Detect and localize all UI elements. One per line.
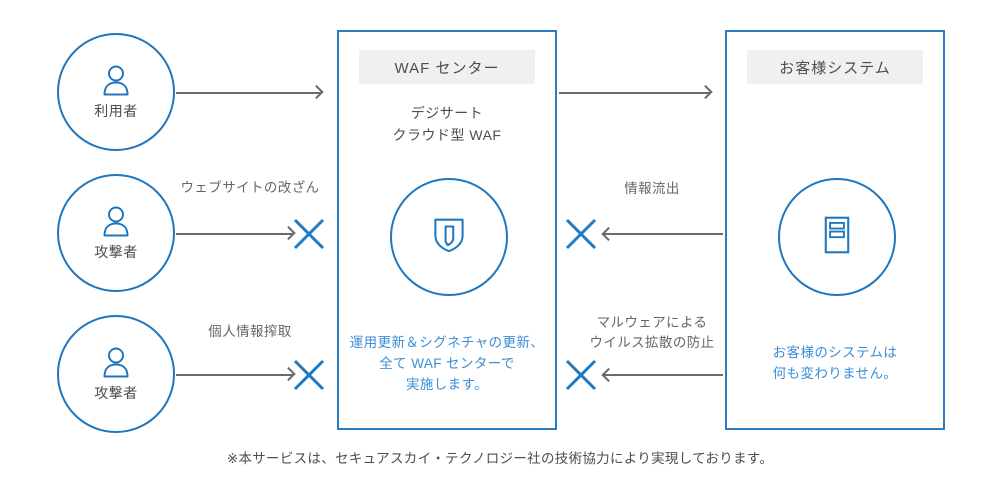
- arrow-shaft: [559, 92, 710, 94]
- arrow-shaft: [176, 233, 293, 235]
- waf-subtitle-line-1: デジサート: [410, 105, 484, 121]
- person-icon: [99, 63, 133, 97]
- label-malware: マルウェアによる ウイルス拡散の防止: [562, 313, 742, 353]
- waf-center-subtitle: デジサート クラウド型 WAF: [339, 102, 555, 146]
- arrow-head-left-icon: [601, 229, 611, 239]
- customer-icon-circle: [778, 178, 896, 296]
- footnote: ※本サービスは、セキュアスカイ・テクノロジー社の技術協力により実現しております。: [226, 451, 774, 466]
- waf-subtitle-line-2: クラウド型 WAF: [392, 127, 502, 143]
- customer-system-header: お客様システム: [747, 50, 923, 84]
- waf-center-note: 運用更新＆シグネチャの更新、 全て WAF センターで 実施します。: [339, 332, 555, 395]
- blocked-x-icon-steal: [292, 358, 326, 392]
- arrow-shaft: [176, 92, 321, 94]
- actor-attacker-1: 攻撃者: [57, 174, 175, 292]
- label-malware-line-2: ウイルス拡散の防止: [589, 335, 715, 350]
- person-icon: [99, 345, 133, 379]
- customer-system-panel: お客様システム お客様のシステムは 何も変わりません。: [725, 30, 945, 430]
- person-icon: [99, 204, 133, 238]
- arrow-shaft: [602, 233, 723, 235]
- arrow-user-to-waf: [176, 88, 321, 98]
- label-info-leak: 情報流出: [624, 181, 680, 196]
- customer-system-note: お客様のシステムは 何も変わりません。: [727, 342, 943, 384]
- label-attack-steal: 個人情報搾取: [208, 324, 292, 339]
- arrow-attack-tamper: [176, 229, 293, 239]
- server-icon: [824, 216, 850, 259]
- arrow-shaft: [176, 374, 293, 376]
- label-attack-tamper: ウェブサイトの改ざん: [180, 180, 320, 195]
- actor-label: 攻撃者: [94, 244, 138, 260]
- arrow-head-right-icon: [701, 88, 711, 98]
- actor-label: 利用者: [94, 103, 138, 119]
- shield-icon: [432, 216, 466, 259]
- waf-center-header: WAF センター: [359, 50, 535, 84]
- blocked-x-icon-tamper: [292, 217, 326, 251]
- actor-attacker-2: 攻撃者: [57, 315, 175, 433]
- label-malware-line-1: マルウェアによる: [596, 315, 708, 330]
- actor-user: 利用者: [57, 33, 175, 151]
- blocked-x-icon-malware: [564, 358, 598, 392]
- arrow-shaft: [602, 374, 723, 376]
- waf-icon-circle: [390, 178, 508, 296]
- waf-note-line-3: 実施します。: [405, 377, 489, 392]
- customer-note-line-2: 何も変わりません。: [772, 366, 898, 381]
- blocked-x-icon-info-leak: [564, 217, 598, 251]
- arrow-malware: [602, 370, 723, 380]
- arrow-attack-steal: [176, 370, 293, 380]
- waf-center-panel: WAF センター デジサート クラウド型 WAF 運用更新＆シグネチャの更新、 …: [337, 30, 557, 430]
- arrow-info-leak: [602, 229, 723, 239]
- arrow-head-left-icon: [601, 370, 611, 380]
- waf-note-line-2: 全て WAF センターで: [379, 356, 515, 371]
- arrow-head-right-icon: [312, 88, 322, 98]
- actor-label: 攻撃者: [94, 385, 138, 401]
- arrow-waf-to-customer: [559, 88, 710, 98]
- customer-note-line-1: お客様のシステムは: [772, 345, 898, 360]
- waf-note-line-1: 運用更新＆シグネチャの更新、: [349, 335, 545, 350]
